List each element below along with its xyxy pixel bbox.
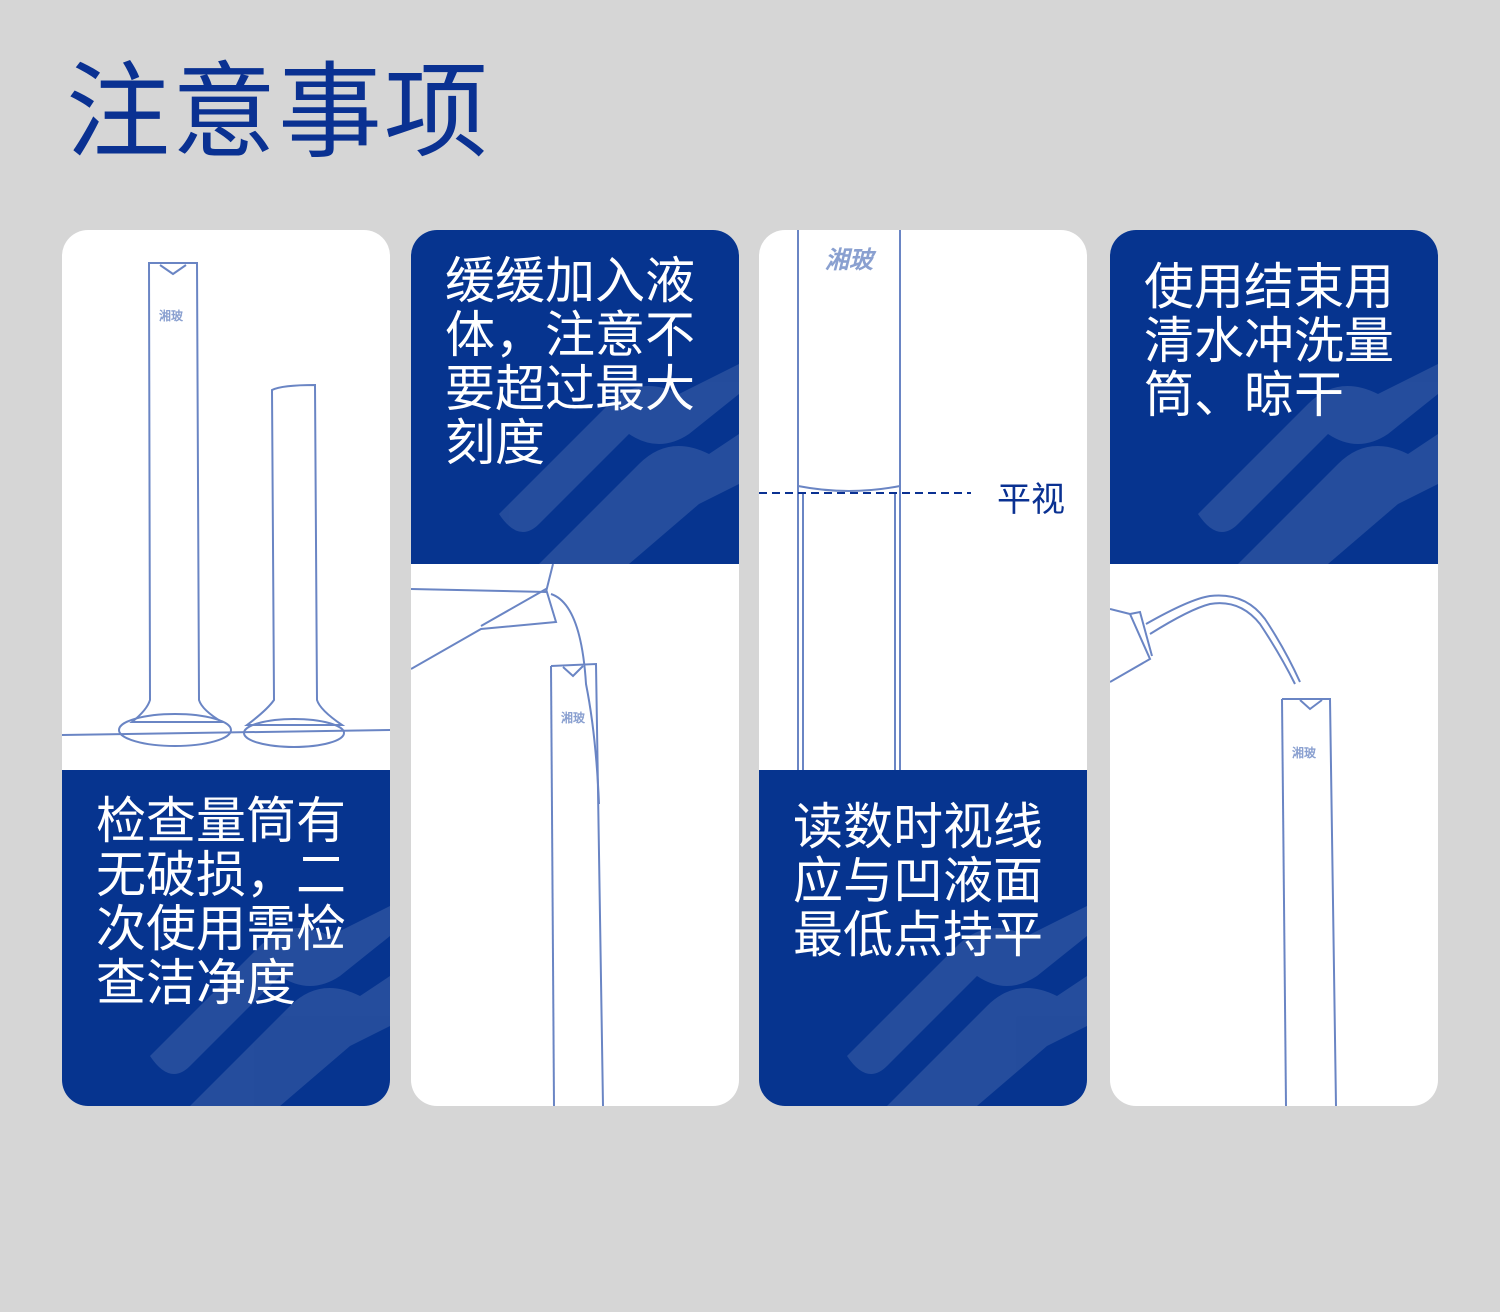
eye-level-label: 平视 — [997, 480, 1065, 520]
card-text: 缓缓加入液体，注意不要超过最大刻度 — [445, 252, 695, 472]
card-check-cylinder: 湘玻 检查量筒有无破损，二次使用需检查洁净度 — [62, 230, 390, 1106]
pouring-illustration: 湘玻 — [411, 564, 604, 1106]
cylinders-illustration: 湘玻 — [62, 262, 390, 748]
card-text: 使用结束用清水冲洗量筒、晾干 — [1144, 258, 1394, 424]
card-rinse-dry: 使用结束用清水冲洗量筒、晾干 湘玻 — [1110, 230, 1438, 1106]
brand-logo: 湘玻 — [825, 246, 877, 274]
wave-decoration — [1198, 364, 1438, 564]
card-caption-panel: 缓缓加入液体，注意不要超过最大刻度 — [411, 230, 739, 564]
card-text: 检查量筒有无破损，二次使用需检查洁净度 — [96, 792, 346, 1012]
brand-logo: 湘玻 — [1292, 745, 1317, 760]
wave-decoration — [847, 906, 1087, 1106]
card-caption-panel: 使用结束用清水冲洗量筒、晾干 — [1110, 230, 1438, 564]
rinsing-illustration: 湘玻 — [1110, 594, 1337, 1106]
page-title: 注意事项 — [66, 51, 491, 173]
wave-decoration — [499, 364, 739, 564]
brand-logo: 湘玻 — [159, 308, 184, 323]
brand-logo: 湘玻 — [561, 710, 586, 725]
reading-illustration: 湘玻 — [759, 230, 971, 770]
wave-decoration — [150, 906, 390, 1106]
card-caption-panel: 读数时视线应与凹液面最低点持平 — [759, 770, 1087, 1106]
card-read-level: 湘玻 平视 读数时视线应与凹液面最低点持平 — [759, 230, 1087, 1106]
card-add-liquid: 缓缓加入液体，注意不要超过最大刻度 湘玻 — [411, 230, 739, 1106]
card-text: 读数时视线应与凹液面最低点持平 — [793, 798, 1043, 964]
card-caption-panel: 检查量筒有无破损，二次使用需检查洁净度 — [62, 770, 390, 1106]
